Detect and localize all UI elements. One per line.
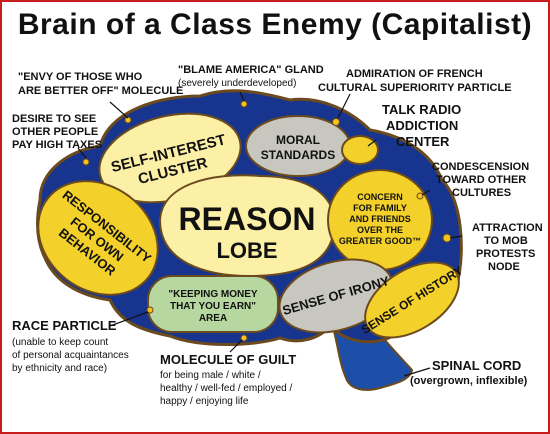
talk-radio-label-line2: ADDICTION [386, 118, 458, 133]
condescension-label-line2: TOWARD OTHER [436, 174, 526, 186]
condescension-particle [416, 192, 424, 200]
moral-label: MORAL [276, 133, 320, 147]
race-label-sub2: of personal acquaintances [12, 350, 129, 361]
guilt-label: MOLECULE OF GUILT [160, 352, 296, 367]
attraction-label-line3: PROTESTS [476, 248, 535, 260]
blame-america-gland [240, 100, 248, 108]
envy-molecule [124, 116, 132, 124]
condescension-label-line3: CULTURES [452, 187, 511, 199]
desire-label-line3: PAY HIGH TAXES [12, 139, 102, 151]
reason-label-line2: LOBE [216, 238, 277, 263]
race-label-sub1: (unable to keep count [12, 337, 108, 348]
talk-radio-label-line3: CENTER [396, 134, 450, 149]
keeping-money-label-line3: AREA [199, 313, 227, 324]
desire-label-line2: OTHER PEOPLE [12, 126, 98, 138]
guilt-label-sub1: for being male / white / [160, 370, 261, 381]
concern-label-line4: OVER THE [357, 225, 403, 235]
concern-label-line5: GREATER GOOD™ [339, 236, 421, 246]
admiration-label: ADMIRATION OF FRENCH [346, 68, 483, 80]
reason-label: REASON [179, 201, 316, 237]
attraction-label-line2: TO MOB [484, 235, 528, 247]
admiration-label-line2: CULTURAL SUPERIORITY PARTICLE [318, 82, 512, 94]
mob-protests-node [442, 233, 452, 243]
guilt-molecule [240, 334, 248, 342]
moral-label-line2: STANDARDS [261, 148, 335, 162]
guilt-label-sub2: healthy / well-fed / employed / [160, 383, 293, 394]
french-superiority-particle [332, 118, 340, 126]
keeping-money-label-line2: THAT YOU EARN" [170, 301, 256, 312]
race-particle [146, 306, 154, 314]
race-label: RACE PARTICLE [12, 318, 117, 333]
concern-label: CONCERN [357, 192, 403, 202]
blame-label: "BLAME AMERICA" GLAND [178, 64, 324, 76]
leader-lines [77, 91, 463, 377]
poster-title: Brain of a Class Enemy (Capitalist) [18, 8, 532, 41]
spinal-cord-label: SPINAL CORD [432, 358, 521, 373]
responsibility-lobe [37, 180, 159, 296]
blame-label-sub: (severely underdeveloped) [178, 78, 296, 89]
concern-label-line3: AND FRIENDS [349, 214, 411, 224]
talk-radio-label: TALK RADIO [382, 102, 461, 117]
attraction-label: ATTRACTION [472, 222, 543, 234]
attraction-label-line4: NODE [488, 261, 520, 273]
high-taxes-desire-particle [82, 158, 90, 166]
spinal-cord-label-sub: (overgrown, inflexible) [410, 375, 528, 387]
guilt-label-sub3: happy / enjoying life [160, 396, 249, 407]
keeping-money-area [147, 275, 279, 333]
desire-label: DESIRE TO SEE [12, 113, 96, 125]
envy-label: "ENVY OF THOSE WHO [18, 71, 143, 83]
talk-radio-addiction-center [341, 135, 379, 165]
race-label-sub3: by ethnicity and race) [12, 363, 107, 374]
keeping-money-label: "KEEPING MONEY [168, 289, 258, 300]
sense-of-history-lobe [364, 261, 460, 339]
concern-label-line2: FOR FAMILY [353, 203, 407, 213]
envy-label-line2: ARE BETTER OFF" MOLECULE [18, 85, 183, 97]
condescension-label: CONDESCENSION [432, 161, 529, 173]
